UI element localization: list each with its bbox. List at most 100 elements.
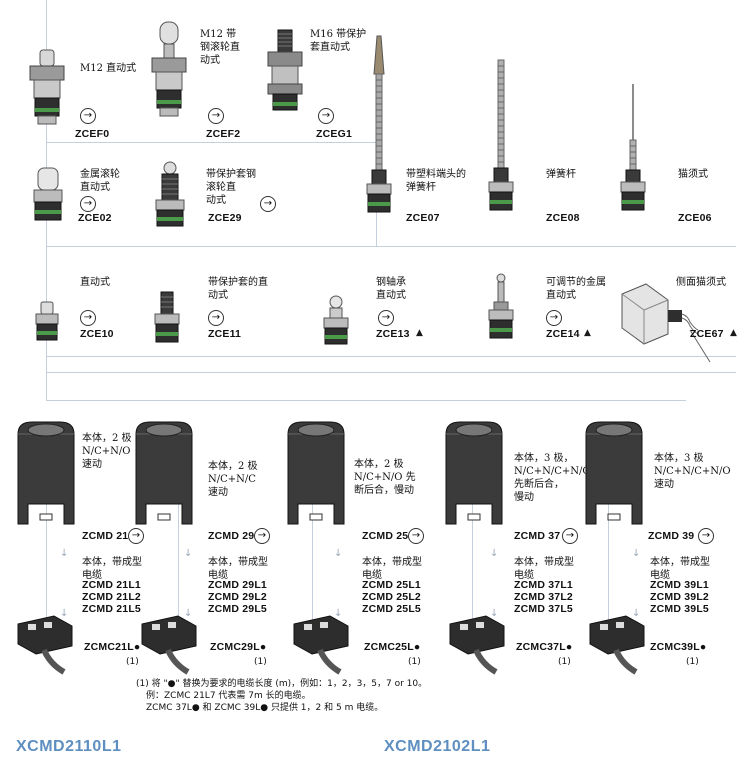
zce29-label: 带保护套钢 滚轮直 动式 [206, 169, 256, 206]
product-image-zce06 [616, 82, 650, 228]
connector-image-zcmc25 [290, 614, 356, 676]
zcmd21-cable-desc: 本体，带成型 电缆 [82, 557, 142, 581]
zcmd21-down-arrow-2-icon: ↓ [60, 608, 69, 619]
zce11-arrow-icon[interactable]: → [208, 310, 224, 326]
zcmd37-down-arrow-icon: ↓ [490, 548, 499, 559]
bodies-connector [46, 400, 686, 401]
zce06-label: 猫须式 [678, 169, 708, 180]
zcef0-arrow-icon[interactable]: → [80, 108, 96, 124]
zcmd25-arrow-icon[interactable]: → [408, 528, 424, 544]
zcmd39-cable-2: ZCMD 39L2 [650, 591, 709, 603]
zcmd21-arrow-icon[interactable]: → [128, 528, 144, 544]
zcmd29-down-arrow-2-icon: ↓ [184, 608, 193, 619]
zcmd39-down-arrow-2-icon: ↓ [632, 608, 641, 619]
zcmc37-code: ZCMC37L● [516, 641, 573, 653]
product-image-zceg1 [262, 26, 308, 120]
zce29-arrow-icon[interactable]: → [260, 196, 276, 212]
zcmd21-down-arrow-icon: ↓ [60, 548, 69, 559]
product-image-zce13 [320, 294, 352, 346]
zcmd37-cable-1: ZCMD 37L1 [514, 579, 573, 591]
zce02-label: 金属滚轮 直动式 [80, 169, 120, 193]
connector-image-zcmc21 [14, 614, 80, 676]
zcmd21-cable-2: ZCMD 21L2 [82, 591, 141, 603]
zceg1-label: M16 带保护 套直动式 [310, 29, 367, 53]
product-image-zce14 [484, 272, 518, 346]
zcmd21-code: ZCMD 21 [82, 530, 129, 542]
zcmd29-cable-1: ZCMD 29L1 [208, 579, 267, 591]
zcmd25-desc: 本体，2 极 N/C+N/O 先 断后合，慢动 [354, 459, 416, 496]
zce11-code: ZCE11 [208, 328, 242, 340]
zcmd25-cable-5: ZCMD 25L5 [362, 603, 421, 615]
zcmd37-cable-desc: 本体，带成型 电缆 [514, 557, 574, 581]
zcmd39-cable-1: ZCMD 39L1 [650, 579, 709, 591]
body-image-zcmd37 [444, 420, 504, 526]
zce67-code: ZCE67 [690, 328, 724, 340]
zcmd37-down-arrow-2-icon: ↓ [490, 608, 499, 619]
zce67-label: 侧面猫须式 [676, 277, 726, 288]
footer-model-left: XCMD2110L1 [16, 738, 122, 755]
zcmd39-code: ZCMD 39 [648, 530, 695, 542]
product-image-zce10 [32, 300, 62, 344]
zce13-label: 钢轴承 直动式 [376, 277, 406, 301]
zce13-warning-icon: ▲ [416, 328, 423, 338]
zcef0-label: M12 直动式 [80, 63, 137, 74]
row3-connector [46, 356, 736, 357]
zcmd29-desc: 本体，2 极 N/C+N/C 速动 [208, 461, 258, 498]
zcmd25-down-arrow-icon: ↓ [334, 548, 343, 559]
zcmd39-cable-5: ZCMD 39L5 [650, 603, 709, 615]
zcmc25-note-ref: (1) [408, 657, 421, 667]
body1-line [46, 470, 47, 620]
zcmc39-code: ZCMC39L● [650, 641, 707, 653]
row3-connector-b [46, 372, 736, 373]
product-image-zcef2 [146, 20, 192, 120]
zce11-label: 带保护套的直 动式 [208, 277, 268, 301]
connector-image-zcmc39 [586, 614, 652, 676]
body5-line [608, 470, 609, 620]
zcmd21-desc: 本体，2 极 N/C+N/O 速动 [82, 433, 132, 470]
zce10-arrow-icon[interactable]: → [80, 310, 96, 326]
product-image-zce02 [28, 166, 68, 226]
zce14-label: 可调节的金属 直动式 [546, 277, 606, 301]
zcmd25-cable-2: ZCMD 25L2 [362, 591, 421, 603]
zce14-arrow-icon[interactable]: → [546, 310, 562, 326]
zcmc39-note-ref: (1) [686, 657, 699, 667]
zce14-code: ZCE14 [546, 328, 580, 340]
zcmd29-cable-2: ZCMD 29L2 [208, 591, 267, 603]
zcmd29-arrow-icon[interactable]: → [254, 528, 270, 544]
body3-line [312, 470, 313, 620]
zce02-arrow-icon[interactable]: → [80, 196, 96, 212]
product-image-zce08 [484, 58, 518, 228]
product-image-zce07 [362, 34, 396, 230]
footer-model-right: XCMD2102L1 [384, 738, 491, 755]
zce08-code: ZCE08 [546, 212, 580, 224]
row1-connector [46, 142, 376, 143]
connector-image-zcmc29 [138, 614, 204, 676]
zcmc29-note-ref: (1) [254, 657, 267, 667]
zcmd39-arrow-icon[interactable]: → [698, 528, 714, 544]
product-image-zce11 [150, 288, 184, 346]
zce06-code: ZCE06 [678, 212, 712, 224]
zcmc37-note-ref: (1) [558, 657, 571, 667]
zcmd25-cable-desc: 本体，带成型 电缆 [362, 557, 422, 581]
zce13-arrow-icon[interactable]: → [378, 310, 394, 326]
zce07-code: ZCE07 [406, 212, 440, 224]
body-image-zcmd39 [584, 420, 644, 526]
body-image-zcmd25 [286, 420, 346, 526]
product-image-zcef0 [26, 48, 68, 128]
zce13-code: ZCE13 [376, 328, 410, 340]
zcmd39-down-arrow-icon: ↓ [632, 548, 641, 559]
zce10-label: 直动式 [80, 277, 110, 288]
footnote-line-2: 例：ZCMC 21L7 代表需 7m 长的电缆。 [146, 691, 311, 701]
zcmd29-cable-desc: 本体，带成型 电缆 [208, 557, 268, 581]
zcmd25-code: ZCMD 25 [362, 530, 409, 542]
body-image-zcmd21 [16, 420, 76, 526]
zceg1-arrow-icon[interactable]: → [318, 108, 334, 124]
zcmd21-cable-1: ZCMD 21L1 [82, 579, 141, 591]
zcmd25-cable-1: ZCMD 25L1 [362, 579, 421, 591]
product-image-zce29 [150, 160, 190, 230]
zcef2-code: ZCEF2 [206, 128, 241, 140]
footnote-line-1: (1) 将 "●" 替换为要求的电缆长度 (m)，例如：1，2，3，5，7 or… [136, 679, 428, 689]
zcmd37-arrow-icon[interactable]: → [562, 528, 578, 544]
zce14-warning-icon: ▲ [584, 328, 591, 338]
zcef2-arrow-icon[interactable]: → [208, 108, 224, 124]
